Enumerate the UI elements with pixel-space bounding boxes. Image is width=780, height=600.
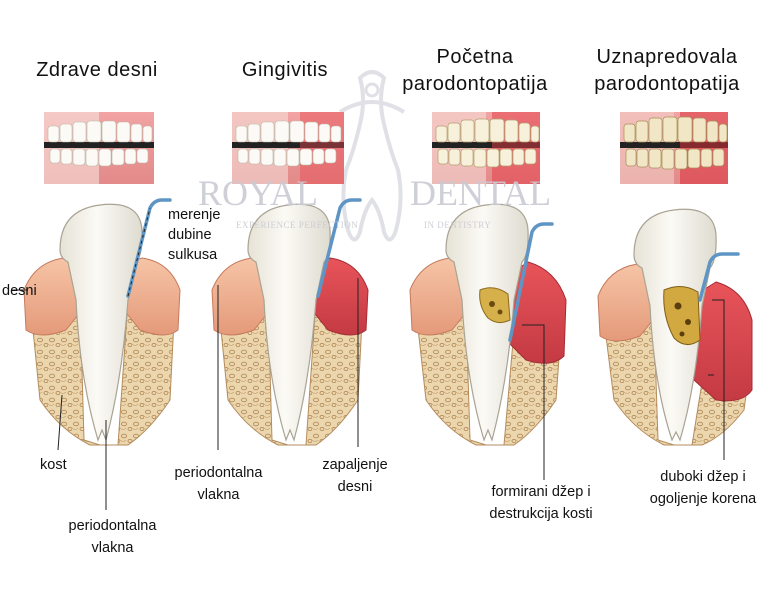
tooth-cross-section-healthy xyxy=(23,198,181,446)
watermark-tag-right: IN DENTISTRY xyxy=(424,220,492,230)
label-zapaljenje-desni: zapaljenje desni xyxy=(300,454,410,498)
stage-title-line: Uznapredovala xyxy=(596,46,738,68)
stage-title-line: Zdrave desni xyxy=(36,59,158,81)
label-line: dubine xyxy=(168,227,212,243)
stage-title-gingivitis: Gingivitis xyxy=(210,58,360,82)
label-line: desni xyxy=(337,479,373,495)
mouth-image-healthy xyxy=(44,112,154,184)
label-periodontalna-vlakna-2: periodontalna vlakna xyxy=(156,462,281,506)
label-merenje-dubine-sulkusa: merenje dubine sulkusa xyxy=(168,205,220,265)
tooth-cross-section-gingivitis xyxy=(211,198,369,446)
mouth-image-advanced xyxy=(620,112,728,184)
stage-title-line: parodontopatija xyxy=(594,73,740,95)
stage-title-line: Gingivitis xyxy=(241,59,329,81)
label-line: periodontalna xyxy=(174,465,263,481)
stage-title-healthy: Zdrave desni xyxy=(22,58,172,82)
stage-title-advanced: Uznapredovala parodontopatija xyxy=(572,45,762,96)
label-periodontalna-vlakna-1: periodontalna vlakna xyxy=(50,515,175,559)
stage-title-line: parodontopatija xyxy=(402,73,548,95)
tooth-cross-section-initial xyxy=(409,203,567,446)
label-line: duboki džep i xyxy=(660,469,746,485)
label-formirani-dzep: formirani džep i destrukcija kosti xyxy=(466,481,616,525)
mouth-image-gingivitis xyxy=(232,112,344,184)
watermark-tag-left: EXPERIENCE PERFECTION xyxy=(236,220,359,230)
mouth-image-initial xyxy=(432,112,540,184)
label-kost: kost xyxy=(40,457,67,473)
stage-title-line: Početna xyxy=(436,46,514,68)
tooth-cross-section-advanced xyxy=(597,208,753,446)
label-line: sulkusa xyxy=(168,247,218,263)
label-duboki-dzep: duboki džep i ogoljenje korena xyxy=(628,466,778,510)
label-line: vlakna xyxy=(91,540,134,556)
label-line: ogoljenje korena xyxy=(649,491,757,507)
label-line: merenje xyxy=(168,207,221,223)
label-line: periodontalna xyxy=(68,518,157,534)
leader-lines xyxy=(12,278,725,510)
stage-title-initial: Početna parodontopatija xyxy=(380,45,570,96)
watermark-logo xyxy=(338,70,406,242)
label-line: vlakna xyxy=(197,487,240,503)
label-line: formirani džep i xyxy=(491,484,591,500)
watermark-right: DENTAL xyxy=(410,173,552,213)
label-desni: desni xyxy=(2,283,37,299)
watermark-left: ROYAL xyxy=(198,173,319,213)
label-line: destrukcija kosti xyxy=(489,506,593,522)
label-line: zapaljenje xyxy=(322,457,388,473)
